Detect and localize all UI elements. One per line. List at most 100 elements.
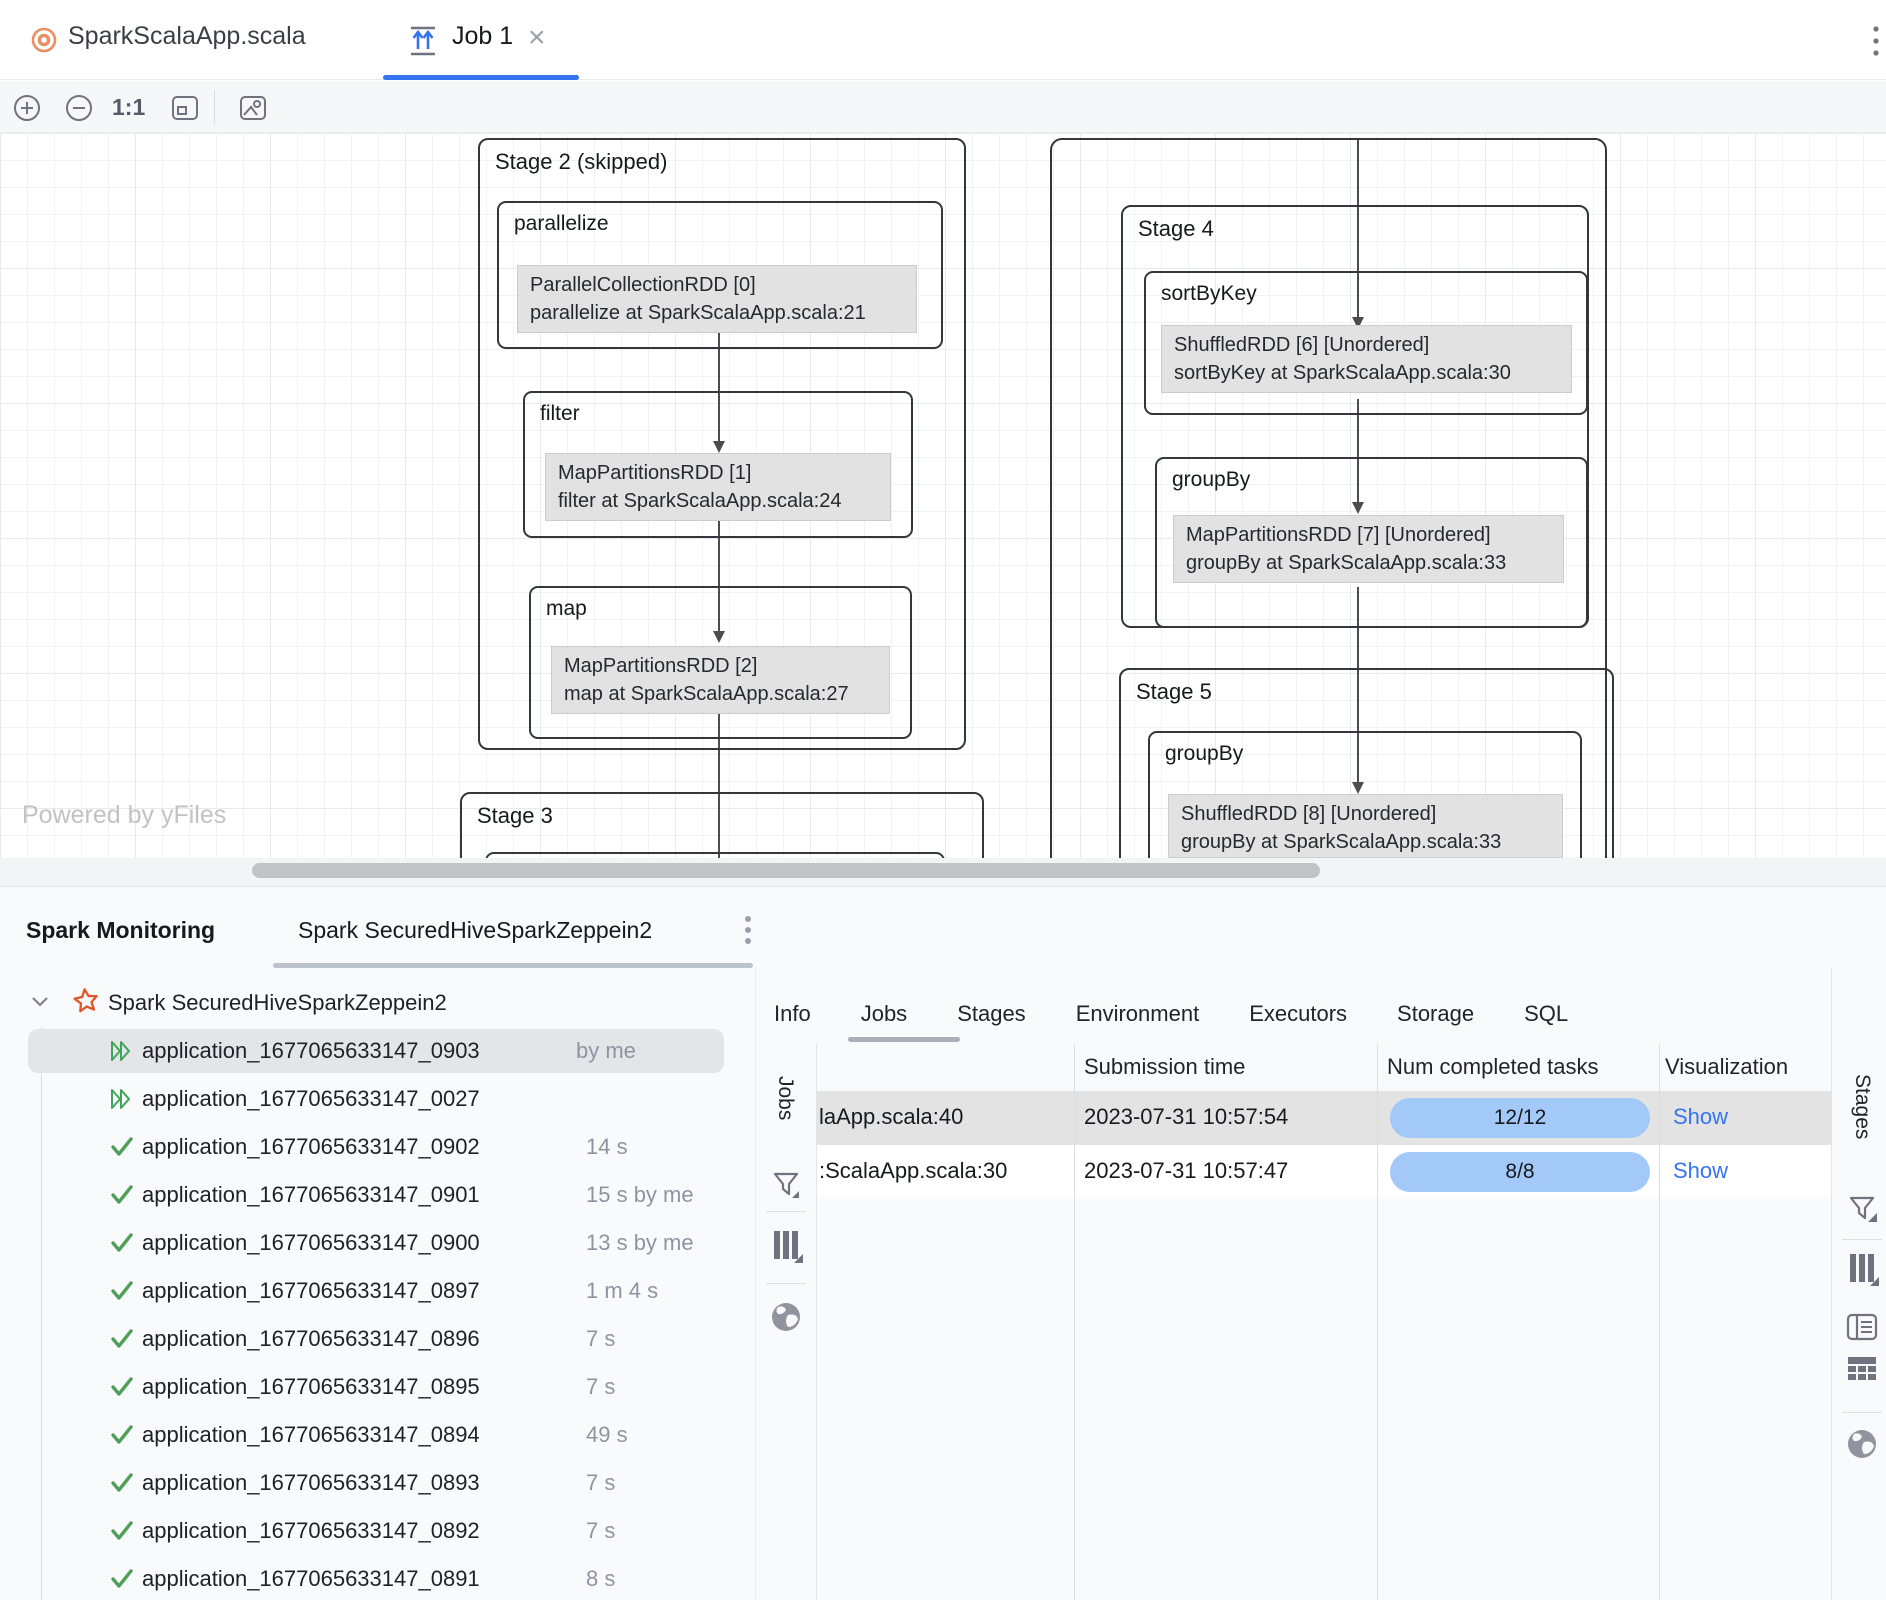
zoom-ratio-button[interactable]: 1:1 <box>112 94 146 120</box>
show-visualization-link[interactable]: Show <box>1673 1158 1729 1183</box>
rdd2-line1: MapPartitionsRDD [2] <box>564 655 758 677</box>
stripe-separator <box>766 1283 806 1284</box>
stages-stripe-label[interactable]: Stages <box>1851 1074 1874 1140</box>
success-check-icon <box>110 1568 134 1590</box>
columns-icon[interactable] <box>770 1229 804 1265</box>
col-visualization[interactable]: Visualization <box>1665 1054 1789 1079</box>
op-groupby-box[interactable]: groupBy <box>1155 457 1588 628</box>
zoom-out-icon[interactable] <box>65 94 93 122</box>
tabbar-kebab-icon[interactable] <box>1872 24 1880 58</box>
jobs-table-row[interactable]: :ScalaApp.scala:30 2023-07-31 10:57:47 8… <box>817 1145 1831 1199</box>
job-group-box <box>1050 138 1607 858</box>
rdd-mappartitions-2[interactable]: MapPartitionsRDD [2] map at SparkScalaAp… <box>551 646 890 714</box>
tree-root-row[interactable]: Spark SecuredHiveSparkZeppein2 <box>0 979 755 1027</box>
canvas-hscrollbar-thumb[interactable] <box>252 863 1320 878</box>
chevron-down-icon[interactable] <box>31 996 49 1008</box>
stage-5-box[interactable]: Stage 5 <box>1119 668 1614 858</box>
success-check-icon <box>110 1184 134 1206</box>
tab-jobs[interactable]: Jobs <box>860 1001 908 1026</box>
tree-row[interactable]: application_1677065633147_0894 49 s <box>0 1411 755 1459</box>
tree-row[interactable]: application_1677065633147_0897 1 m 4 s <box>0 1267 755 1315</box>
stage-2-box[interactable]: Stage 2 (skipped) <box>478 138 966 750</box>
tree-row[interactable]: application_1677065633147_0895 7 s <box>0 1363 755 1411</box>
rdd-mappartitions-1[interactable]: MapPartitionsRDD [1] filter at SparkScal… <box>545 453 891 521</box>
snapshot-icon[interactable] <box>238 94 268 122</box>
rdd1-line2: filter at SparkScalaApp.scala:24 <box>558 490 842 512</box>
tab-sql[interactable]: SQL <box>1524 1001 1569 1026</box>
op-groupby5-box[interactable]: groupBy <box>1148 731 1582 858</box>
col-num-completed-tasks[interactable]: Num completed tasks <box>1387 1054 1599 1079</box>
tree-row[interactable]: application_1677065633147_0892 7 s <box>0 1507 755 1555</box>
rdd0-line2: parallelize at SparkScalaApp.scala:21 <box>530 302 866 324</box>
dag-canvas[interactable]: Stage 2 (skipped) parallelize ParallelCo… <box>0 133 1886 858</box>
stage-3-box[interactable]: Stage 3 <box>460 792 984 858</box>
panel-vertical-divider[interactable] <box>755 967 756 1600</box>
panel-tab-underline <box>273 963 753 968</box>
active-detail-tab-underline <box>848 1037 960 1042</box>
tab-job-1[interactable]: Job 1 <box>452 22 514 50</box>
jobs-table-row[interactable]: laApp.scala:40 2023-07-31 10:57:54 12/12… <box>817 1091 1831 1145</box>
app-name: application_1677065633147_0027 <box>142 1086 480 1111</box>
rdd-shuffled-8[interactable]: ShuffledRDD [8] [Unordered] groupBy at S… <box>1168 794 1563 858</box>
close-tab-icon[interactable]: × <box>528 21 546 54</box>
tab-info[interactable]: Info <box>774 1001 811 1026</box>
job-dag-icon <box>408 25 438 57</box>
details-pane-icon[interactable] <box>1846 1313 1878 1341</box>
tab-storage[interactable]: Storage <box>1397 1001 1475 1026</box>
stripe-separator <box>1842 1412 1882 1413</box>
jobs-stripe-label[interactable]: Jobs <box>774 1076 797 1121</box>
op-groupby-title: groupBy <box>1172 468 1251 491</box>
op-sortbykey-box[interactable]: sortByKey <box>1144 271 1588 415</box>
fit-content-icon[interactable] <box>170 94 200 122</box>
tab-executors[interactable]: Executors <box>1249 1001 1348 1026</box>
success-check-icon <box>110 1136 134 1158</box>
tree-row[interactable]: application_1677065633147_0901 15 s by m… <box>0 1171 755 1219</box>
tab-sparkscalaapp[interactable]: SparkScalaApp.scala <box>68 22 306 50</box>
tree-row[interactable]: application_1677065633147_0896 7 s <box>0 1315 755 1363</box>
table-view-icon[interactable] <box>1846 1355 1878 1383</box>
stripe-separator <box>766 1211 806 1212</box>
tree-row[interactable]: application_1677065633147_0891 8 s <box>0 1555 755 1600</box>
globe-icon[interactable] <box>1846 1428 1878 1460</box>
app-duration: 7 s <box>586 1326 616 1351</box>
filter-icon[interactable] <box>770 1169 802 1201</box>
tab-environment[interactable]: Environment <box>1075 1001 1200 1026</box>
panel-tab-cluster[interactable]: Spark SecuredHiveSparkZeppein2 <box>298 917 653 943</box>
success-check-icon <box>110 1424 134 1446</box>
op-filter-box[interactable]: filter <box>523 391 913 538</box>
op-sortbykey-title: sortByKey <box>1161 282 1257 305</box>
panel-kebab-icon[interactable] <box>744 915 752 947</box>
app-duration: 15 s by me <box>586 1182 694 1207</box>
globe-icon[interactable] <box>770 1301 802 1333</box>
tree-row[interactable]: application_1677065633147_0893 7 s <box>0 1459 755 1507</box>
selection-highlight <box>28 1029 724 1073</box>
tree-row-selected[interactable]: application_1677065633147_0903 by me <box>0 1027 755 1075</box>
app-duration: 14 s <box>586 1134 628 1159</box>
rdd-shuffled-6[interactable]: ShuffledRDD [6] [Unordered] sortByKey at… <box>1161 325 1572 393</box>
job-submission-time: 2023-07-31 10:57:47 <box>1084 1158 1289 1183</box>
app-name: application_1677065633147_0892 <box>142 1518 480 1543</box>
op-map-box[interactable]: map <box>529 586 912 739</box>
show-visualization-link[interactable]: Show <box>1673 1104 1729 1129</box>
zoom-in-icon[interactable] <box>13 94 41 122</box>
op-parallelize-box[interactable]: parallelize <box>497 201 943 349</box>
tree-row[interactable]: application_1677065633147_0900 13 s by m… <box>0 1219 755 1267</box>
tab-stages[interactable]: Stages <box>957 1001 1026 1026</box>
rdd-mappartitions-7[interactable]: MapPartitionsRDD [7] [Unordered] groupBy… <box>1173 515 1564 583</box>
tree-row[interactable]: application_1677065633147_0902 14 s <box>0 1123 755 1171</box>
app-meta: by me <box>576 1038 636 1063</box>
success-check-icon <box>110 1232 134 1254</box>
filter-icon[interactable] <box>1846 1193 1878 1225</box>
op-parallelize-title: parallelize <box>514 212 609 235</box>
canvas-hscrollbar-track[interactable] <box>0 858 1886 886</box>
rdd-parallelcollection-0[interactable]: ParallelCollectionRDD [0] parallelize at… <box>517 265 917 333</box>
app-name: application_1677065633147_0902 <box>142 1134 480 1159</box>
col-submission-time[interactable]: Submission time <box>1084 1054 1246 1079</box>
app-name: application_1677065633147_0901 <box>142 1182 480 1207</box>
columns-icon[interactable] <box>1846 1252 1880 1288</box>
application-tree: Spark SecuredHiveSparkZeppein2 applicati… <box>0 967 755 1600</box>
tree-row[interactable]: application_1677065633147_0027 <box>0 1075 755 1123</box>
app-name: application_1677065633147_0891 <box>142 1566 480 1591</box>
rdd8-line1: ShuffledRDD [8] [Unordered] <box>1181 803 1437 825</box>
